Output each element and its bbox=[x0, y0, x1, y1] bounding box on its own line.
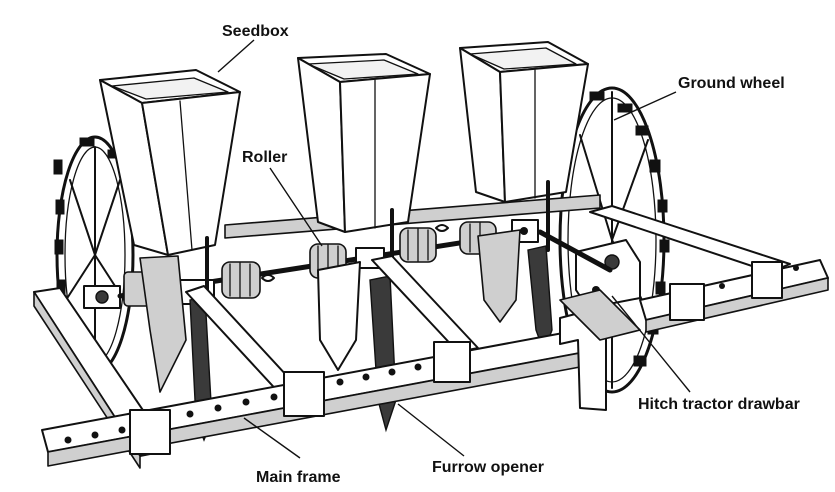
label-roller: Roller bbox=[242, 149, 287, 166]
label-ground-wheel: Ground wheel bbox=[678, 75, 785, 92]
hitch-leader bbox=[611, 295, 691, 393]
leader-lines bbox=[217, 39, 691, 459]
seedbox-3 bbox=[459, 41, 589, 203]
label-furrow-opener: Furrow opener bbox=[432, 459, 544, 476]
label-main-frame: Main frame bbox=[256, 469, 341, 486]
label-seedbox: Seedbox bbox=[222, 23, 289, 40]
ground-wheel-leader bbox=[613, 91, 677, 121]
seedbox-leader bbox=[217, 39, 255, 73]
label-hitch-tractor-drawbar: Hitch tractor drawbar bbox=[638, 396, 800, 413]
main-frame-leader bbox=[243, 417, 301, 459]
hitch-assembly bbox=[537, 229, 641, 411]
furrow-opener-leader bbox=[397, 403, 465, 457]
main-frame bbox=[33, 205, 829, 469]
furrow-opener-3 bbox=[477, 180, 553, 355]
roller-leader bbox=[269, 167, 323, 247]
rear-cross-beam bbox=[224, 194, 601, 239]
seedbox-2 bbox=[297, 53, 431, 233]
seedbox-1 bbox=[99, 69, 241, 256]
